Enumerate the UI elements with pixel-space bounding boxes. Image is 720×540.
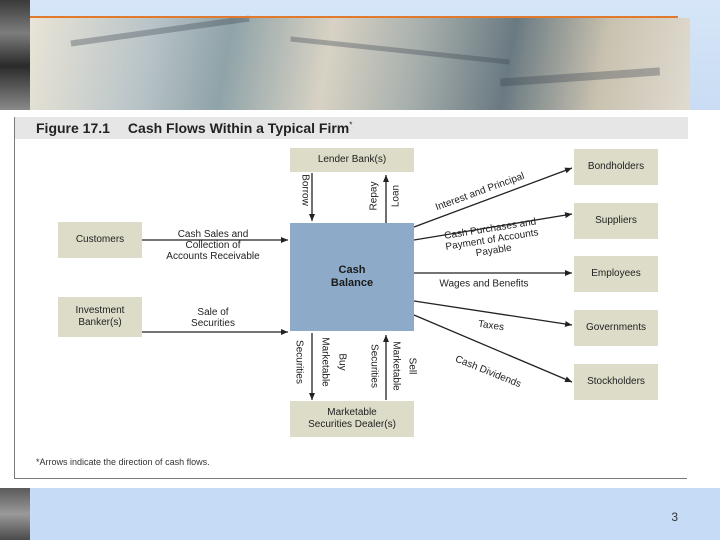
arrow-governments [413, 300, 573, 327]
figure-footnote: *Arrows indicate the direction of cash f… [36, 457, 210, 467]
accent-line [30, 16, 678, 18]
figure-title-mark: * [349, 120, 353, 130]
label-buy: Buy [336, 353, 348, 371]
arrow-suppliers [413, 212, 573, 241]
label-wages-benefits: Wages and Benefits [439, 278, 529, 290]
label-repay: Repay [368, 181, 380, 211]
label-sale-of-securities: Sale of Securities [191, 307, 257, 329]
label-sell-securities: Securities [368, 344, 380, 388]
label-sale-line1: Sale of [197, 307, 229, 318]
label-borrow: Borrow [299, 174, 311, 206]
box-marketable-securities-dealer: Marketable Securities Dealer(s) [290, 401, 414, 437]
label-cash-sales-line1: Cash Sales and [177, 229, 249, 240]
arrow-bondholders [413, 167, 573, 228]
label-loan: Loan [390, 184, 402, 208]
box-investment-banker: Investment Banker(s) [58, 297, 142, 337]
label-buy-securities: Securities [293, 340, 305, 384]
label-cash-sales-line2: Collection of [185, 240, 241, 251]
figure-title-bar [15, 117, 688, 139]
label-sell-marketable: Marketable [390, 341, 402, 391]
figure-title: Figure 17.1 Cash Flows Within a Typical F… [36, 120, 352, 136]
box-investment-banker-line1: Investment [75, 305, 125, 316]
label-sell: Sell [406, 357, 418, 375]
box-investment-banker-line2: Banker(s) [78, 317, 122, 328]
box-lender-banks: Lender Bank(s) [290, 148, 414, 172]
cash-balance-line2: Balance [330, 277, 374, 289]
box-bondholders: Bondholders [574, 149, 658, 185]
figure-number: Figure 17.1 [36, 120, 110, 136]
box-employees: Employees [574, 256, 658, 292]
cash-balance-box: Cash Balance [290, 223, 414, 331]
header-photo [30, 15, 690, 110]
box-suppliers: Suppliers [574, 203, 658, 239]
box-dealer-line2: Securities Dealer(s) [308, 419, 396, 430]
arrow-stockholders [413, 314, 573, 383]
label-cash-sales: Cash Sales and Collection of Accounts Re… [166, 229, 306, 262]
label-buy-marketable: Marketable [319, 337, 331, 387]
box-governments: Governments [574, 310, 658, 346]
label-sale-line2: Securities [191, 318, 235, 329]
page-number: 3 [671, 510, 678, 524]
label-cash-sales-line3: Accounts Receivable [166, 251, 260, 262]
figure-caption: Cash Flows Within a Typical Firm [127, 120, 350, 136]
left-decoration-bottom [0, 488, 30, 540]
cash-balance-line1: Cash [338, 264, 366, 276]
box-stockholders: Stockholders [574, 364, 658, 400]
left-decoration [0, 0, 30, 110]
box-dealer-line1: Marketable [327, 407, 377, 418]
box-customers: Customers [58, 222, 142, 258]
footer-band [30, 488, 720, 540]
